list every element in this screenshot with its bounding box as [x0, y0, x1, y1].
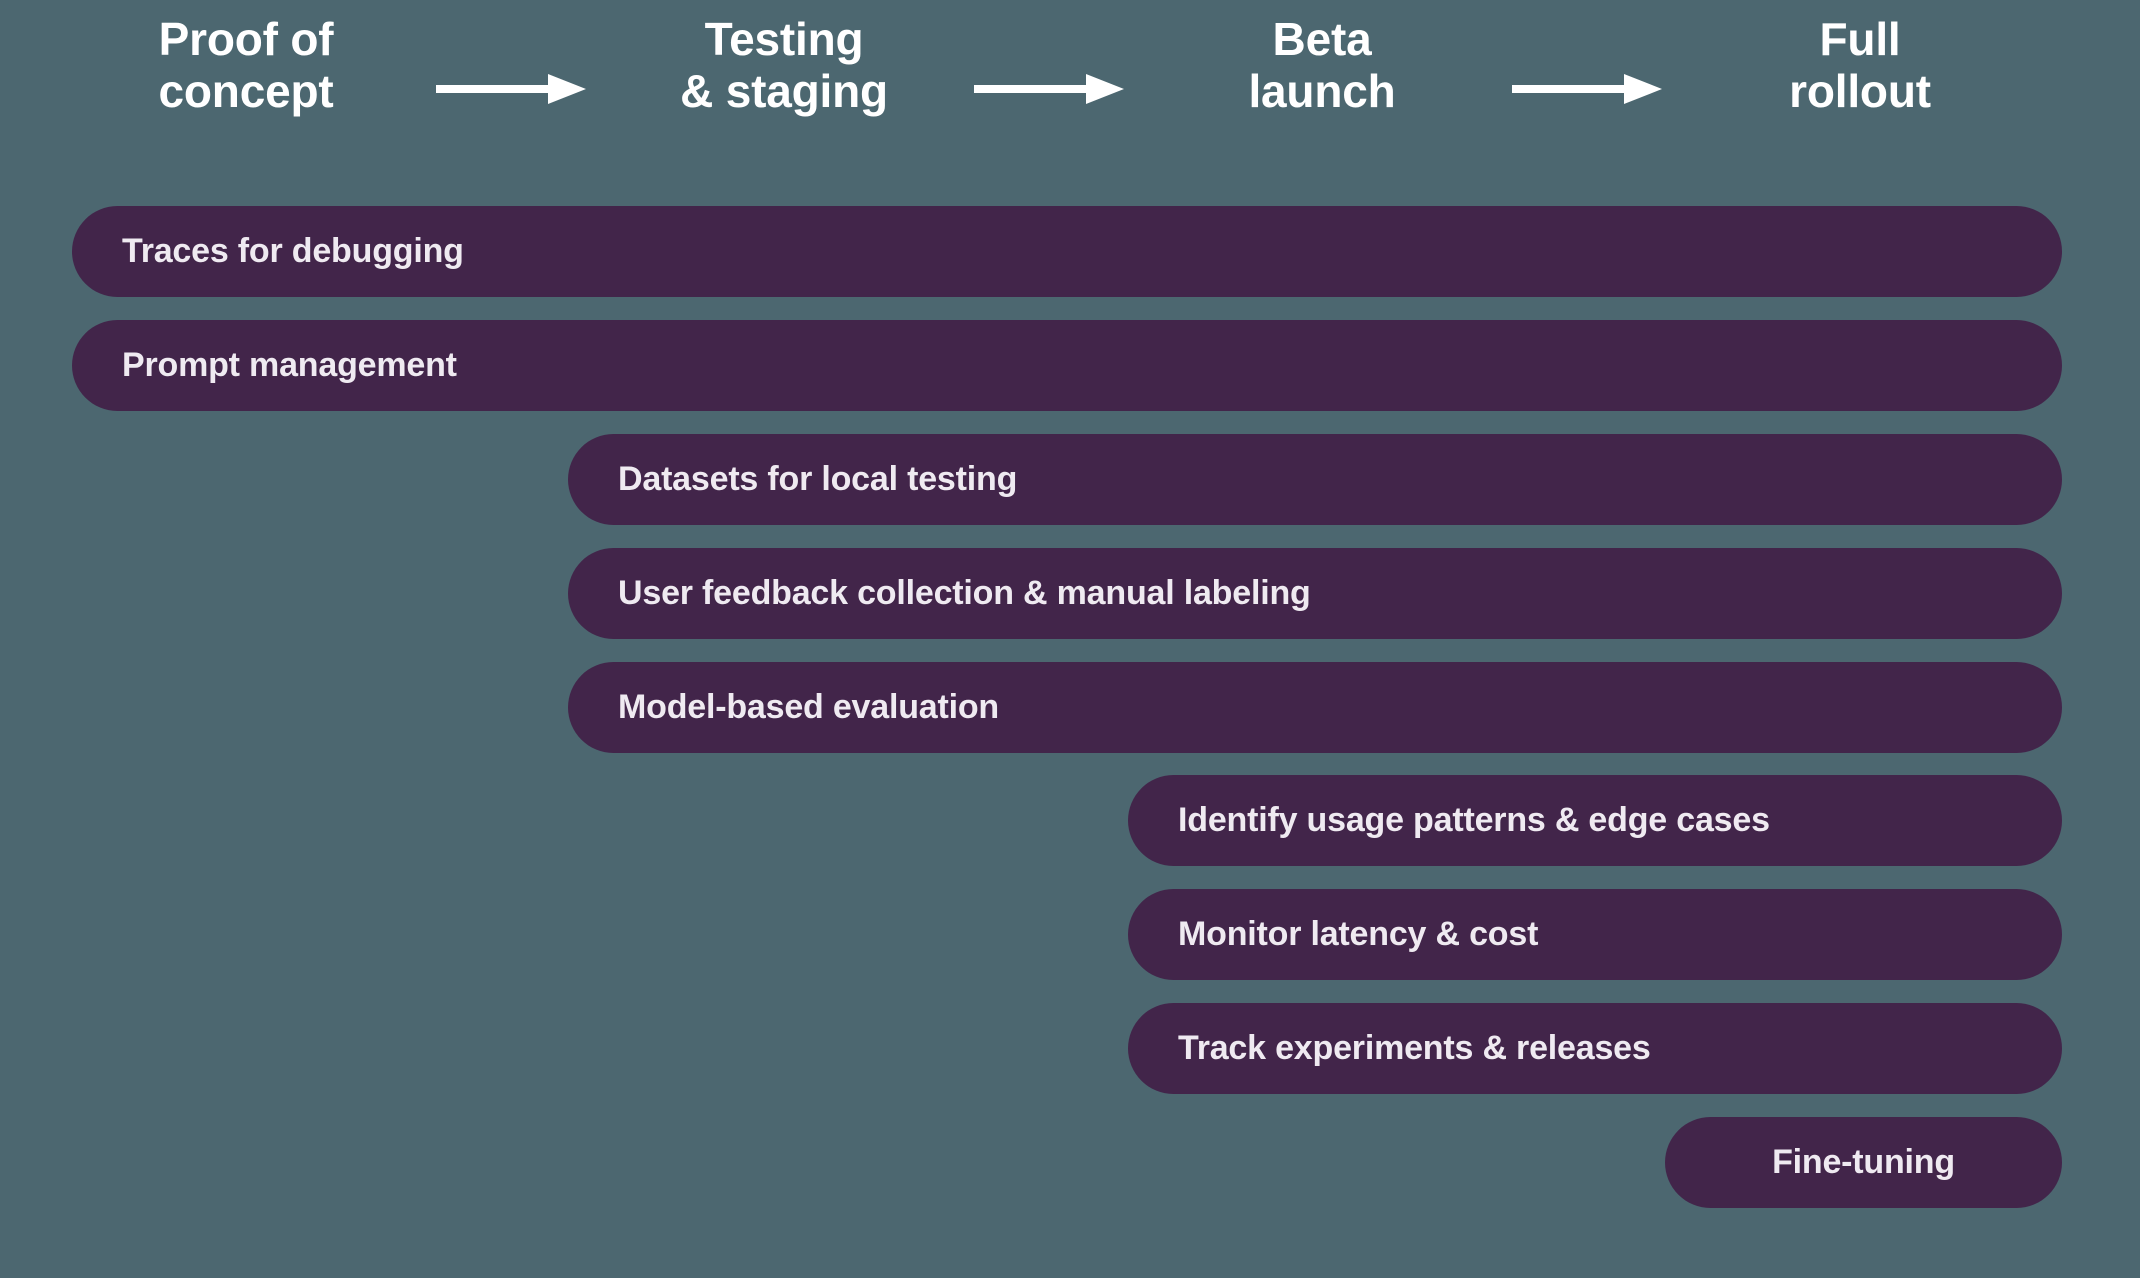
capability-bar[interactable]: Traces for debugging	[72, 206, 2062, 297]
capability-bar[interactable]: Track experiments & releases	[1128, 1003, 2062, 1094]
capability-bar-label: Prompt management	[122, 346, 457, 384]
phase-label-full-rollout: Full rollout	[1789, 13, 1931, 117]
phase-label-testing-and-staging: Testing & staging	[680, 13, 888, 117]
arrow-right-icon	[1512, 74, 1662, 104]
capability-bar[interactable]: Prompt management	[72, 320, 2062, 411]
capability-bar[interactable]: Fine-tuning	[1665, 1117, 2062, 1208]
capability-bar-label: Model-based evaluation	[618, 688, 1000, 726]
capability-bar-label: User feedback collection & manual labeli…	[618, 574, 1311, 612]
capability-bar-label: Track experiments & releases	[1178, 1029, 1651, 1067]
capability-bar[interactable]: Identify usage patterns & edge cases	[1128, 775, 2062, 866]
arrow-right-icon	[436, 74, 586, 104]
phase-header-row: Proof of concept Testing & staging Beta …	[0, 0, 2140, 180]
capability-bar-label: Fine-tuning	[1772, 1143, 1955, 1181]
capability-bar[interactable]: Datasets for local testing	[568, 434, 2062, 525]
capability-bar-label: Identify usage patterns & edge cases	[1178, 801, 1770, 839]
capability-bar[interactable]: Model-based evaluation	[568, 662, 2062, 753]
capability-bar-label: Traces for debugging	[122, 232, 464, 270]
phase-label-beta-launch: Beta launch	[1248, 13, 1396, 117]
capability-bar-label: Monitor latency & cost	[1178, 915, 1539, 953]
phase-label-proof-of-concept: Proof of concept	[158, 13, 334, 117]
capability-bar[interactable]: Monitor latency & cost	[1128, 889, 2062, 980]
capability-bar[interactable]: User feedback collection & manual labeli…	[568, 548, 2062, 639]
arrow-right-icon	[974, 74, 1124, 104]
capability-bar-label: Datasets for local testing	[618, 460, 1018, 498]
